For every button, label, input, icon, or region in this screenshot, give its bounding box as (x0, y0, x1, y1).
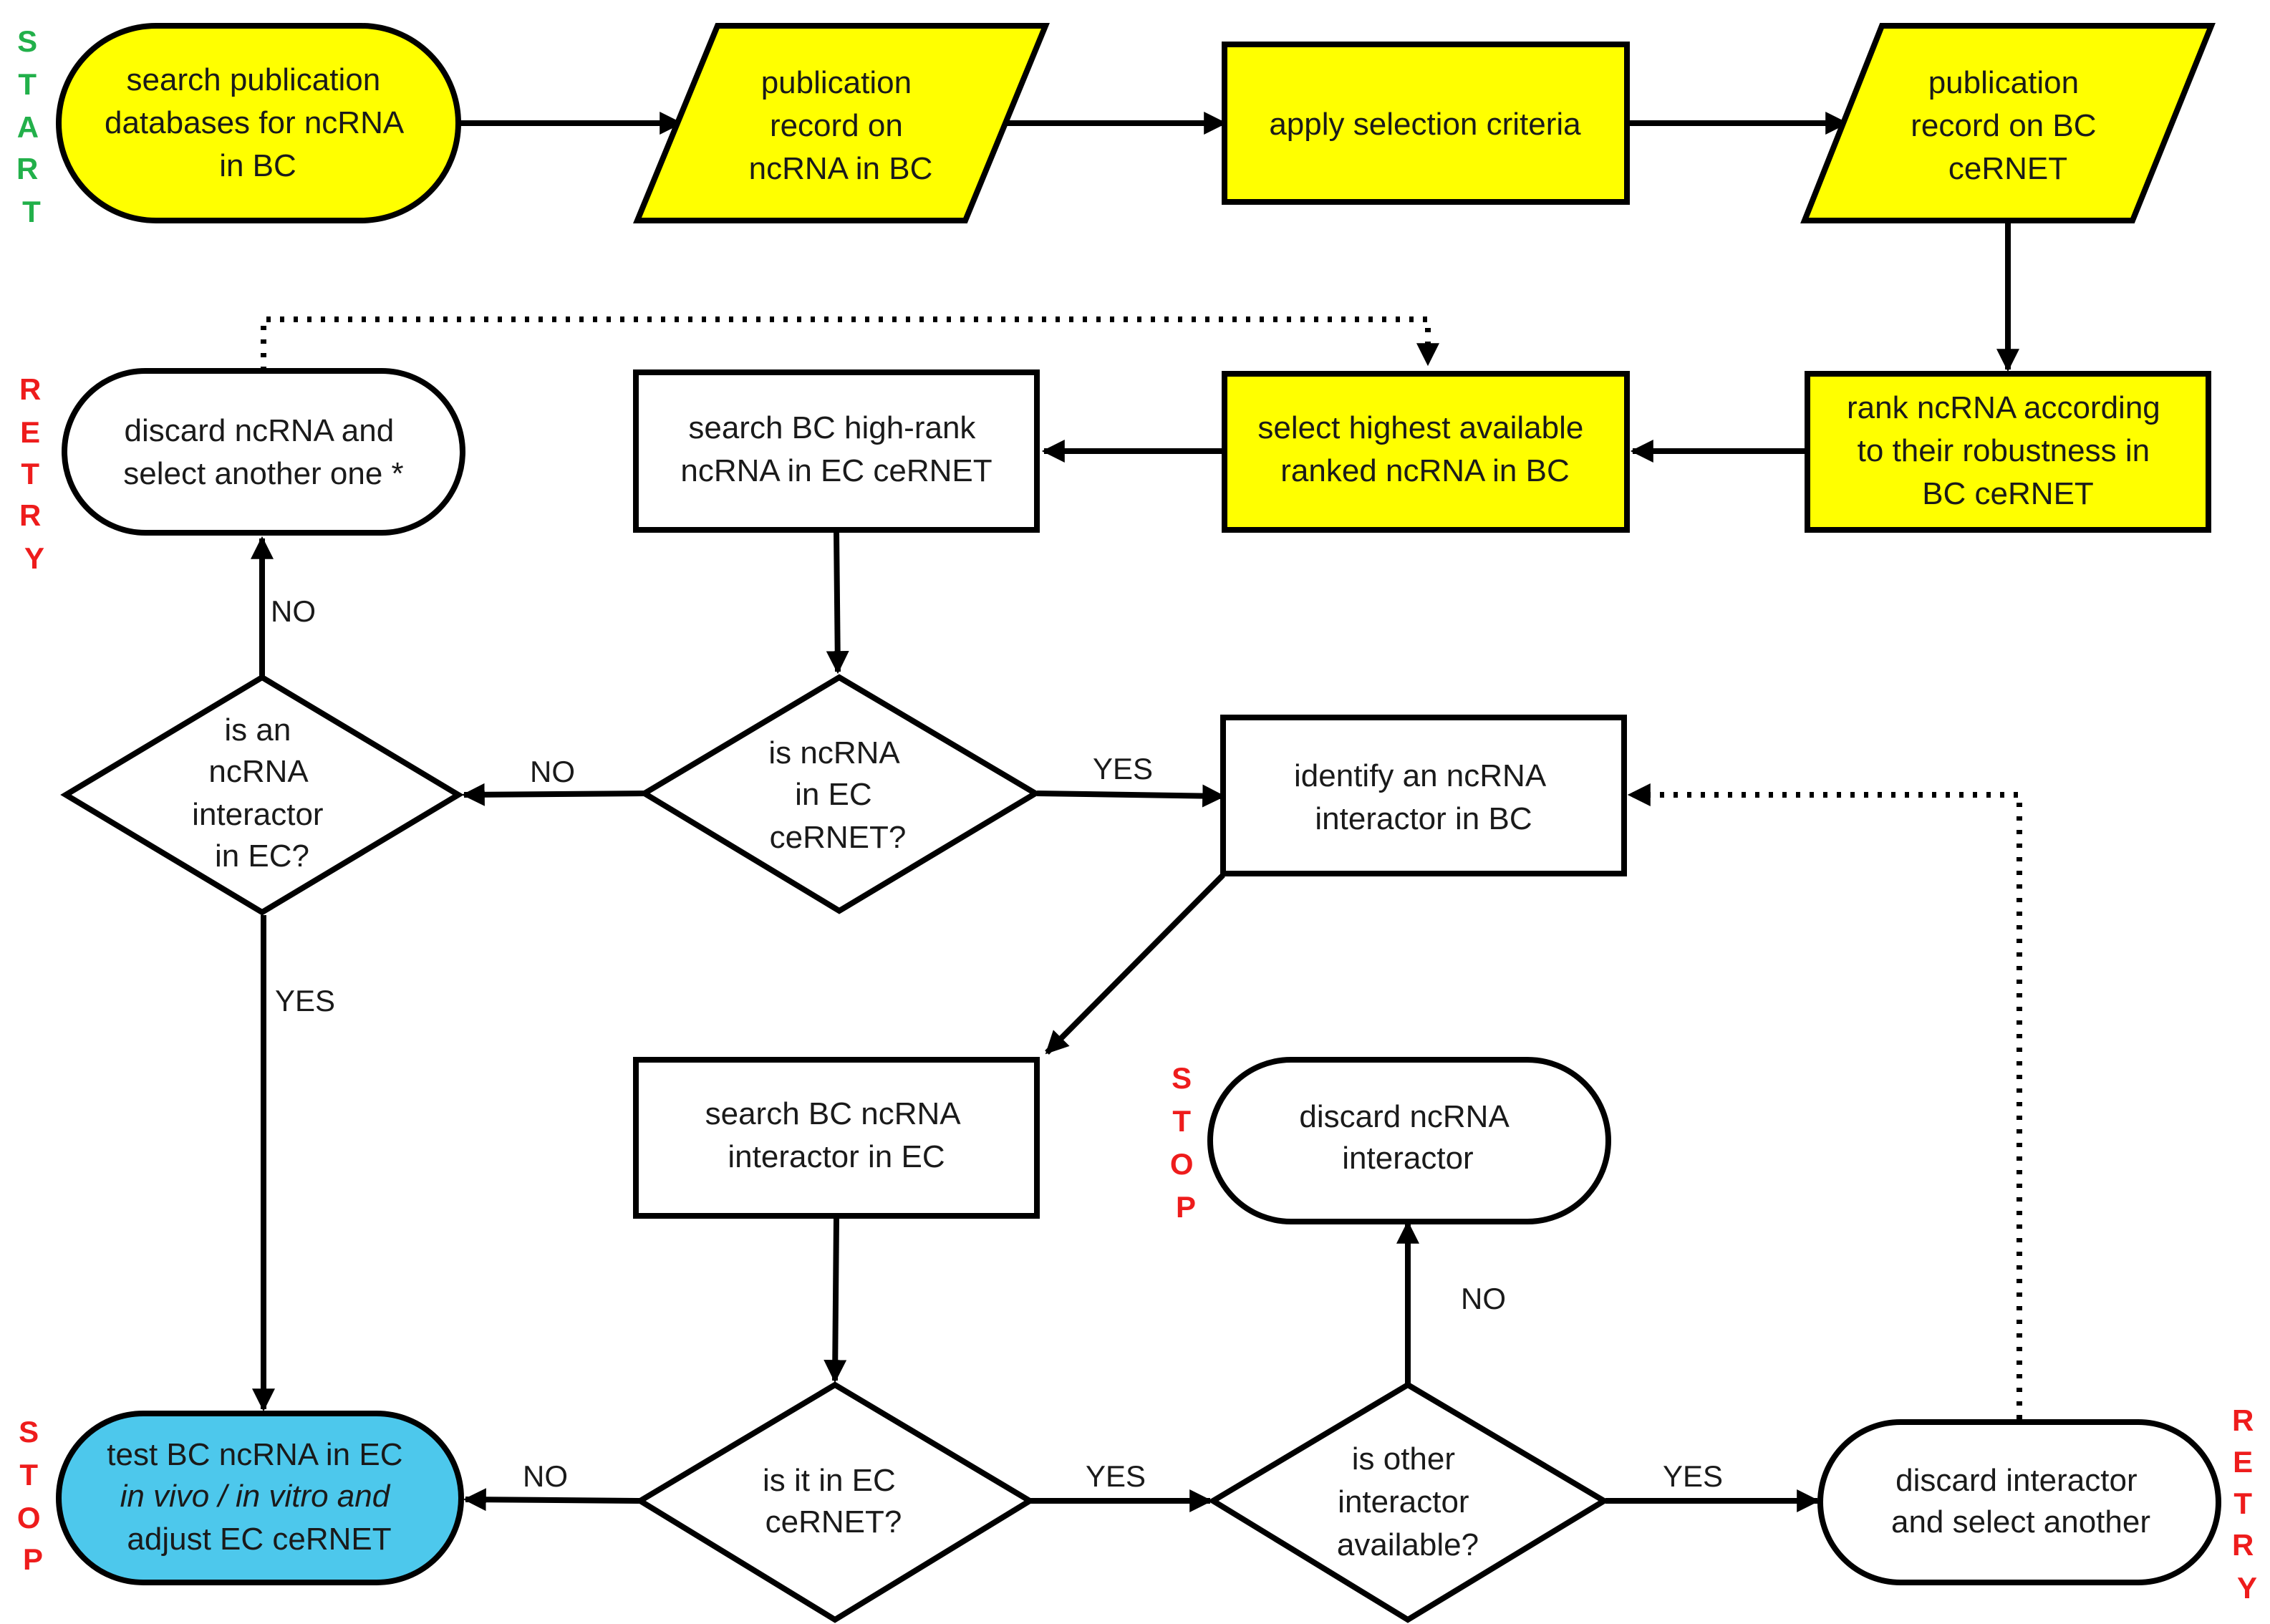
edge-identify-to-search-ec (1045, 873, 1225, 1055)
is-ncrna-interactor-text: is an ncRNA interactor in EC? (192, 712, 332, 874)
start-side-label: S T A R T (16, 24, 47, 228)
select-highest-process (1222, 371, 1630, 533)
label-no-bottom-left: NO (523, 1459, 568, 1493)
label-yes-mid: YES (1093, 752, 1153, 786)
search-interactor-ec-process (633, 1057, 1040, 1219)
edges (251, 112, 2022, 1512)
is-ncrna-in-cernet-text: is ncRNA in EC ceRNET? (768, 735, 907, 855)
identify-interactor-text: identify an ncRNA interactor in BC (1294, 758, 1553, 836)
edge-discard-interactor-retry-dotted (1627, 783, 2022, 1419)
is-it-in-cernet-text: is it in EC ceRNET? (763, 1463, 904, 1540)
label-no-mid-left: NO (530, 755, 575, 788)
retry-right-side-label: R E T R Y (2232, 1403, 2262, 1605)
is-ncrna-in-cernet-decision (639, 674, 1041, 914)
edge-discard-retry-dotted (261, 316, 1439, 371)
label-no-up-left: NO (271, 594, 316, 628)
stop-left-side-label: S T O P (17, 1415, 49, 1576)
discard-ncrna-select-terminal (62, 368, 465, 536)
apply-criteria-text: apply selection criteria (1269, 107, 1581, 142)
select-highest-text: select highest available ranked ncRNA in… (1257, 410, 1592, 488)
search-databases-terminal (56, 23, 461, 223)
side-labels: S T A R T R E T R Y S T O P S T O P R E (16, 24, 2262, 1605)
label-yes-bottom-right: YES (1663, 1459, 1723, 1493)
edge-decision-no-left (461, 783, 645, 806)
discard-ncrna-select-text: discard ncRNA and select another one * (123, 413, 403, 491)
edge-decision-yes-right (1036, 784, 1226, 808)
publication-record-ncrna-io (633, 23, 1050, 223)
nodes (56, 23, 2221, 1623)
is-ncrna-interactor-decision (60, 674, 464, 916)
is-it-in-cernet-decision (634, 1381, 1035, 1623)
search-high-rank-process (633, 369, 1040, 533)
test-bc-ncrna-text: test BC ncRNA in EC in vivo / in vitro a… (107, 1437, 412, 1557)
search-interactor-ec-text: search BC ncRNA interactor in EC (705, 1096, 968, 1174)
discard-interactor-stop-text: discard ncRNA interactor (1299, 1099, 1516, 1176)
retry-left-side-label: R E T R Y (19, 372, 49, 575)
is-other-interactor-text: is other interactor available? (1337, 1441, 1479, 1562)
edge-labels: NO NO YES YES NO YES NO YES (271, 594, 1723, 1493)
discard-interactor-select-text: discard interactor and select another (1891, 1463, 2150, 1540)
edge-search-high-to-decision (826, 531, 849, 675)
publication-record-ncrna-text: publication record on ncRNA in BC (749, 65, 933, 186)
edge-search-ec-to-decision (824, 1218, 847, 1383)
publication-record-cernet-io (1800, 23, 2216, 223)
search-high-rank-text: search BC high-rank ncRNA in EC ceRNET (680, 410, 992, 488)
label-yes-bottom-mid: YES (1086, 1459, 1146, 1493)
is-other-interactor-decision (1207, 1381, 1610, 1623)
search-databases-text: search publication databases for ncRNA i… (105, 62, 411, 183)
label-yes-down-left: YES (275, 984, 335, 1018)
test-bc-ncrna-terminal (56, 1411, 464, 1585)
edge-in-cernet-no-left (463, 1488, 641, 1512)
publication-record-cernet-text: publication record on BC ceRNET (1911, 65, 2105, 186)
label-no-up-stop: NO (1461, 1282, 1506, 1315)
rank-ncrna-text: rank ncRNA according to their robustness… (1847, 390, 2169, 511)
discard-interactor-stop-terminal (1207, 1057, 1611, 1224)
apply-criteria-process (1222, 42, 1630, 205)
identify-interactor-process (1220, 715, 1627, 876)
test-bc-ncrna-italic-line: in vivo / in vitro and (120, 1479, 391, 1514)
discard-interactor-select-terminal (1817, 1419, 2221, 1585)
rank-ncrna-process (1805, 371, 2211, 533)
stop-middle-side-label: S T O P (1170, 1061, 1202, 1224)
node-texts: search publication databases for ncRNA i… (105, 62, 2169, 1562)
